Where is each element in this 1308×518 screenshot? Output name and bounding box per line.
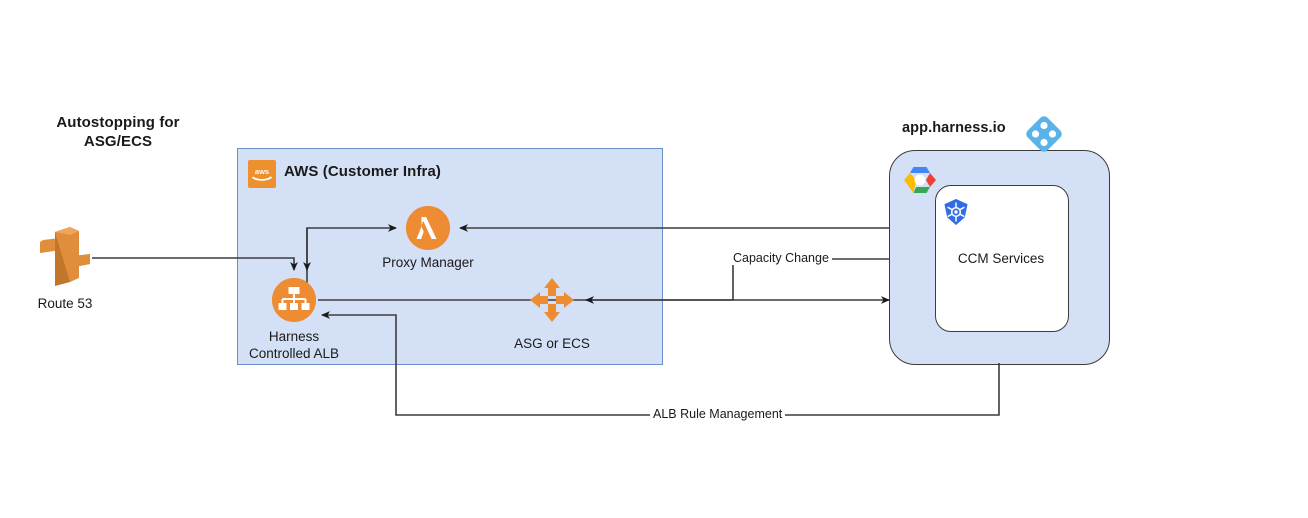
asg-icon <box>528 276 576 324</box>
kubernetes-logo <box>941 197 971 227</box>
harness-group-title: app.harness.io <box>902 120 1006 136</box>
alb-rule-management-label: ALB Rule Management <box>650 407 786 421</box>
alb-label: Harness Controlled ALB <box>248 329 340 361</box>
route53-icon <box>38 224 90 286</box>
lambda-icon <box>406 206 450 250</box>
asg-label: ASG or ECS <box>514 336 590 351</box>
capacity-change-label: Capacity Change <box>730 251 832 265</box>
route53-label: Route 53 <box>37 296 93 311</box>
section-title: Autostopping for ASG/ECS <box>56 114 180 150</box>
aws-logo: aws <box>248 160 276 188</box>
gcp-logo <box>901 161 939 199</box>
alb-icon <box>272 278 316 322</box>
proxy-manager-label: Proxy Manager <box>382 255 474 270</box>
harness-logo <box>1024 114 1064 154</box>
edge-harness-to-asg <box>585 258 889 304</box>
edge-route53-to-alb <box>92 257 298 271</box>
edge-harness-to-alb <box>321 311 1000 416</box>
aws-group-title: AWS (Customer Infra) <box>284 163 442 180</box>
ccm-services-label: CCM Services <box>957 251 1045 266</box>
svg-text:aws: aws <box>255 167 269 176</box>
aws-customer-infra-group <box>237 148 663 365</box>
